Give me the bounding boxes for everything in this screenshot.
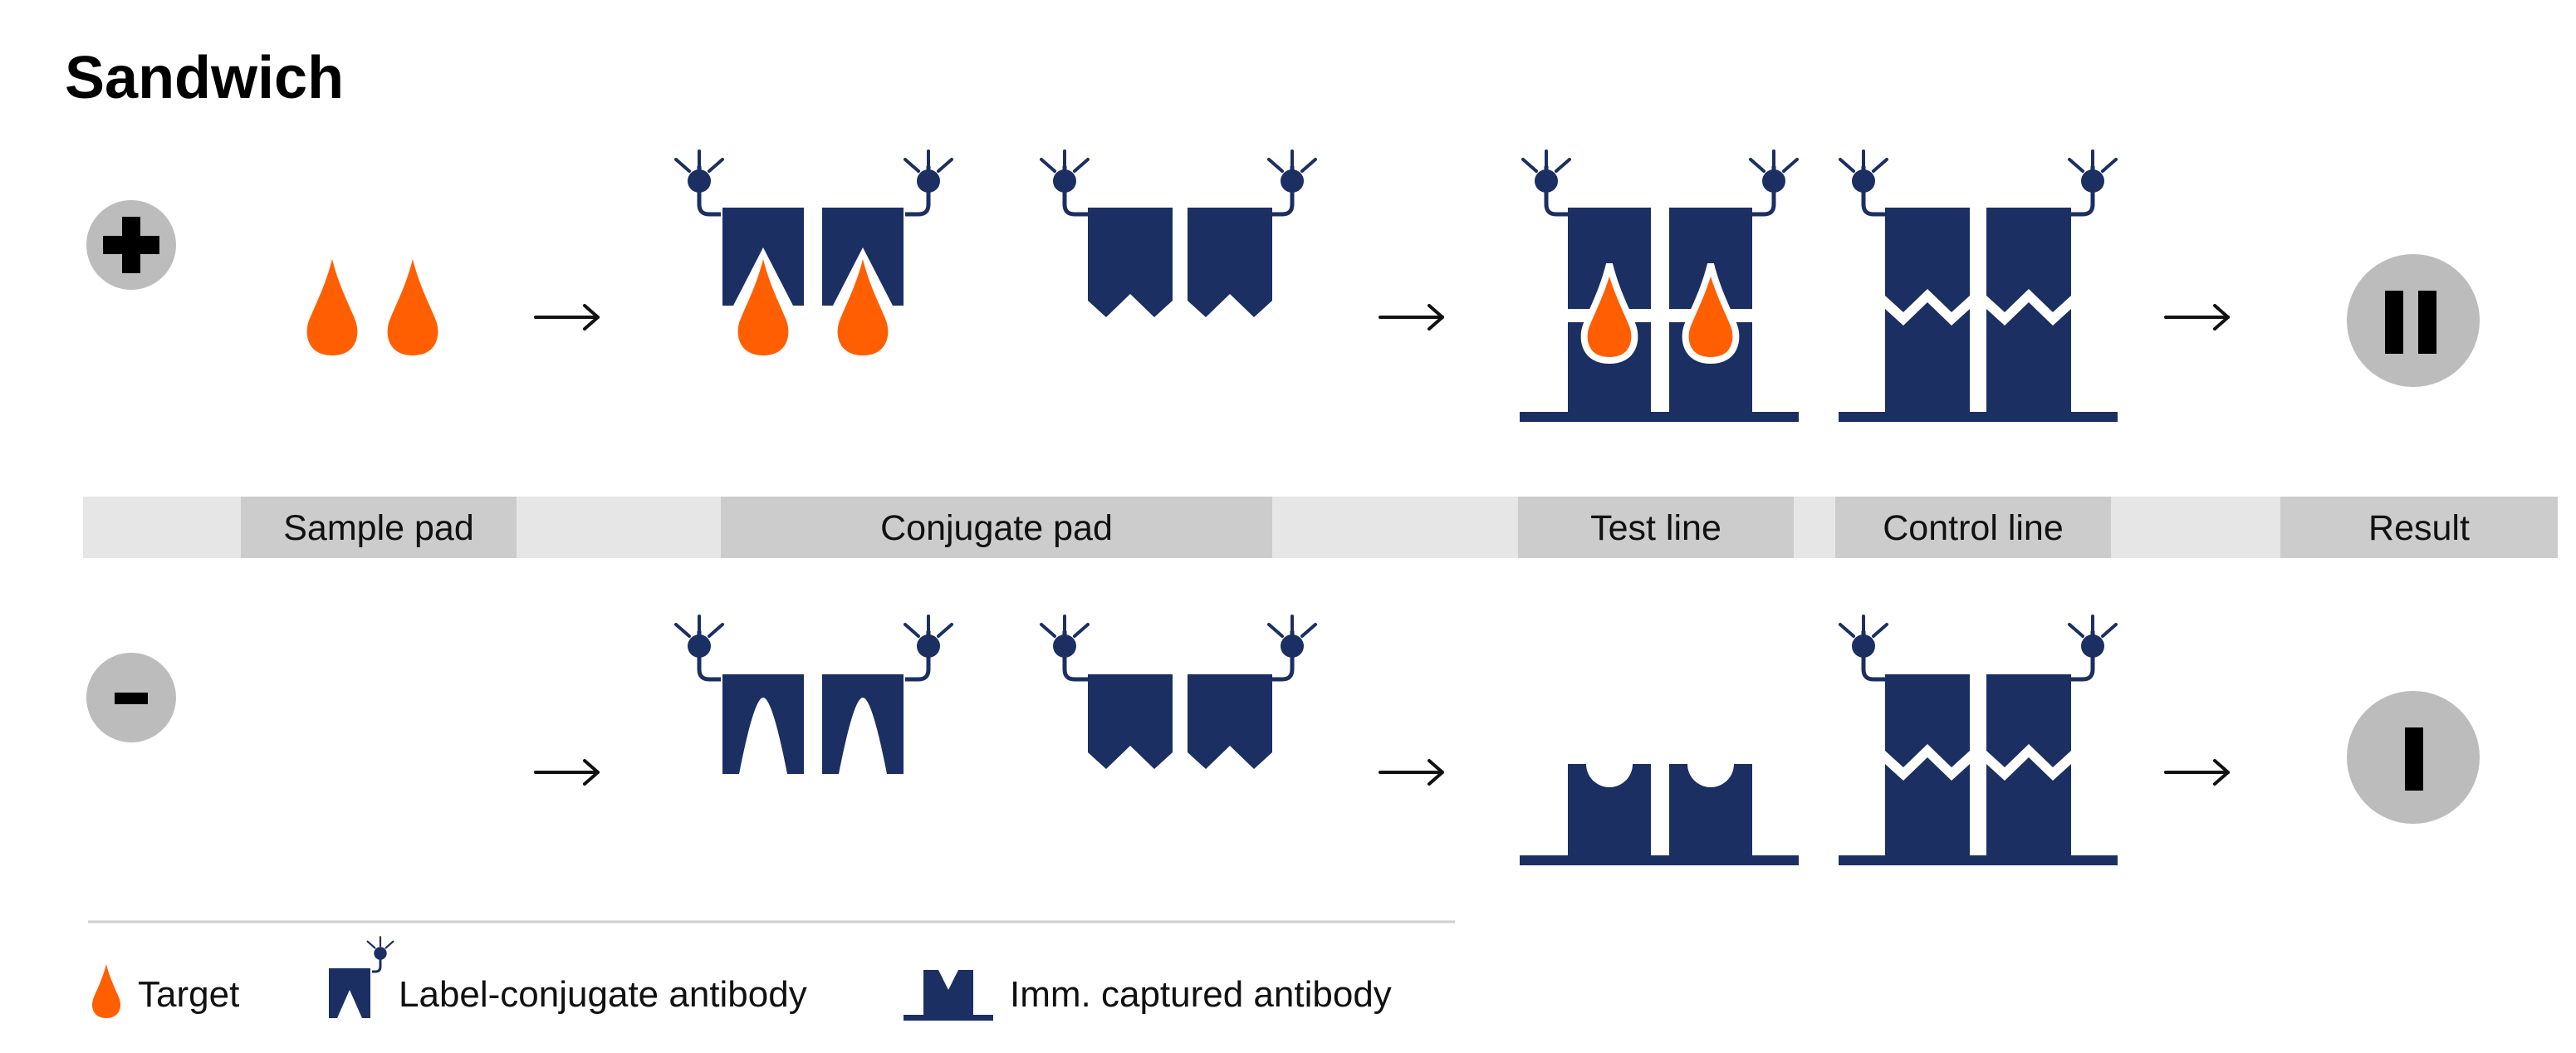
two-lines-icon: [2347, 254, 2480, 387]
pad-result: Result: [2280, 497, 2558, 558]
pad-sample-label: Sample pad: [283, 508, 474, 548]
page-title: Sandwich: [65, 45, 344, 111]
legend-item-label-conjugate-antibody: Label-conjugate antibody: [329, 936, 807, 1018]
legend-label-conjugate-label: Label-conjugate antibody: [399, 974, 807, 1015]
pad-test-line: Test line: [1518, 497, 1794, 558]
test-line-sandwich: [1520, 149, 1799, 422]
pad-strip: Sample pad Conjugate pad Test line Contr…: [83, 497, 2558, 558]
pad-control-label: Control line: [1883, 508, 2064, 548]
legend: Target Label-conjugate antibody Imm. cap…: [91, 936, 1392, 1021]
arrow-icon: [1379, 759, 1444, 786]
arrow-icon: [2164, 304, 2230, 331]
negative-row: [86, 615, 2480, 865]
control-line-bound: [1839, 615, 2118, 865]
pad-conjugate: Conjugate pad: [721, 497, 1272, 558]
minus-icon: [86, 653, 176, 742]
label-conjugate-antibody-bound-target: [674, 149, 953, 355]
pad-result-label: Result: [2368, 508, 2470, 548]
label-conjugate-antibody-unbound: [674, 615, 953, 774]
pad-conjugate-label: Conjugate pad: [880, 508, 1113, 548]
legend-item-target: Target: [91, 964, 239, 1018]
plus-icon: [86, 200, 176, 290]
pad-test-label: Test line: [1590, 508, 1721, 548]
control-line-bound: [1839, 149, 2118, 422]
arrow-icon: [534, 759, 600, 786]
test-line-empty: [1520, 764, 1799, 865]
arrow-icon: [534, 304, 600, 331]
target-drop-icon: [91, 964, 121, 1018]
sample-target-drops: [306, 259, 438, 355]
legend-target-label: Target: [138, 974, 239, 1015]
immobilized-antibody-icon: [904, 970, 993, 1021]
arrow-icon: [1379, 304, 1444, 331]
pad-control-line: Control line: [1835, 497, 2111, 558]
label-conjugate-antibody-free: [1040, 149, 1317, 317]
legend-item-immobilized-antibody: Imm. captured antibody: [904, 970, 1392, 1021]
one-line-icon: [2347, 691, 2480, 824]
label-conjugate-antibody-icon: [329, 936, 394, 1018]
positive-row: [86, 149, 2480, 422]
legend-immobilized-label: Imm. captured antibody: [1010, 974, 1392, 1015]
label-conjugate-antibody-free: [1040, 615, 1317, 769]
pad-sample: Sample pad: [241, 497, 517, 558]
arrow-icon: [2164, 759, 2230, 786]
